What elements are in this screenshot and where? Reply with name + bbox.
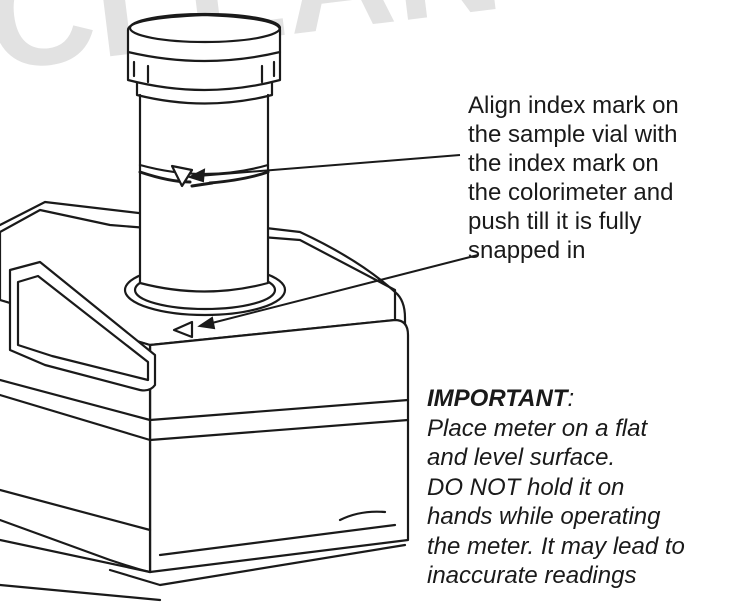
instruction-line: Align index mark on [468,92,679,119]
vial-index-mark [170,164,194,188]
warning-line: inaccurate readings [427,562,637,589]
colorimeter-index-mark [172,320,194,339]
leader-line-vial [197,154,461,177]
meter-edge [0,200,397,294]
sample-vial [138,93,270,293]
important-heading: IMPORTANT [427,385,568,412]
warning-line: the meter. It may lead to [427,532,685,560]
leader-line-meter [207,254,479,325]
instruction-line: the sample vial with [468,121,678,148]
instruction-line: snapped in [468,237,586,264]
alignment-instruction: Align index mark on the sample vial with… [468,91,753,265]
warning-line: Place meter on a flat [427,414,648,442]
instruction-line: the index mark on [468,150,659,177]
instruction-line: the colorimeter and [468,179,674,206]
vial-cap [126,13,282,63]
instruction-line: push till it is fully [468,208,642,235]
warning-line: hands while operating [427,503,661,530]
meter-front-face [148,318,410,574]
display-window [8,260,157,392]
warning-line: and level surface. [427,444,616,471]
warning-line: DO NOT hold it on [427,473,625,501]
important-colon: : [567,385,575,412]
important-note: IMPORTANT: Place meter on a flat and lev… [427,384,753,591]
